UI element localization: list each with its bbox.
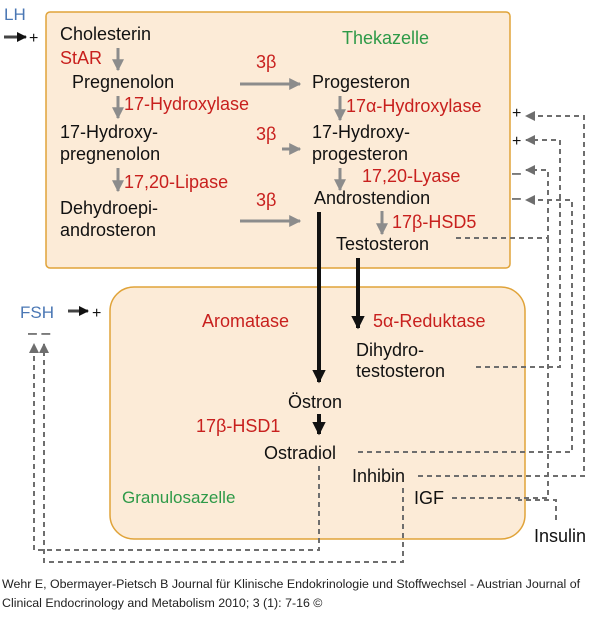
lh-label: LH	[4, 5, 26, 24]
cholesterin-label: Cholesterin	[60, 24, 151, 44]
ostradiol-feedback-line	[358, 195, 573, 453]
theca-cell-title: Thekazelle	[342, 28, 429, 48]
steroidogenesis-diagram: LH + Thekazelle Cholesterin StAR Pregnen…	[4, 5, 586, 563]
feedback-lines	[29, 111, 585, 563]
hydroxyprogesteron-line2: progesteron	[312, 144, 408, 164]
insulin-feedback-line	[518, 499, 557, 520]
reduktase-label: 5α-Reduktase	[373, 311, 485, 331]
igf-feedback-line	[452, 238, 549, 499]
inhibin-to-fsh-line	[39, 343, 404, 563]
inhibin-label: Inhibin	[352, 466, 405, 486]
oestron-label: Östron	[288, 392, 342, 412]
ostradiol-label: Ostradiol	[264, 443, 336, 463]
feedback-minus-2: –	[512, 190, 521, 207]
beta-hsd-label-3: 3β	[256, 190, 276, 210]
testosteron-feedback-line	[456, 165, 549, 239]
feedback-plus-2: +	[512, 133, 521, 150]
dht-line2: testosteron	[356, 361, 445, 381]
theca-cell-box	[45, 11, 511, 269]
androstendion-label: Androstendion	[314, 188, 430, 208]
testosteron-label: Testosteron	[336, 234, 429, 254]
figure-caption: Wehr E, Obermayer-Pietsch B Journal für …	[2, 577, 581, 610]
star-enzyme-label: StAR	[60, 48, 102, 68]
beta-hsd-label-1: 3β	[256, 52, 276, 72]
fsh-label: FSH	[20, 303, 54, 322]
fsh-effect-sign: +	[92, 305, 101, 322]
hsd5-label: 17β-HSD5	[392, 212, 476, 232]
hydroxypregnenolon-line1: 17-Hydroxy-	[60, 122, 158, 142]
insulin-label: Insulin	[534, 526, 586, 546]
hydroxylase-right-label: 17α-Hydroxylase	[346, 96, 481, 116]
granulosa-cell-title: Granulosazelle	[122, 488, 235, 507]
fsh-inhibit-signs: – –	[28, 325, 50, 342]
hydroxyprogesteron-line1: 17-Hydroxy-	[312, 122, 410, 142]
feedback-plus-1: +	[512, 105, 521, 122]
beta-hsd-label-2: 3β	[256, 124, 276, 144]
dhea-line2: androsteron	[60, 220, 156, 240]
hsd1-label: 17β-HSD1	[196, 416, 280, 436]
lh-effect-sign: +	[29, 30, 38, 47]
hydroxylase-left-label: 17-Hydroxylase	[124, 94, 249, 114]
igf-label: IGF	[414, 488, 444, 508]
aromatase-label: Aromatase	[202, 311, 289, 331]
pregnenolon-label: Pregnenolon	[72, 72, 174, 92]
dhea-line1: Dehydroepi-	[60, 198, 158, 218]
dht-line1: Dihydro-	[356, 340, 424, 360]
inhibin-feedback-line	[418, 111, 585, 477]
dht-feedback-line	[476, 135, 561, 368]
hydroxypregnenolon-line2: pregnenolon	[60, 144, 160, 164]
lipase-label: 17,20-Lipase	[124, 172, 228, 192]
feedback-minus-1: –	[512, 165, 521, 182]
ostradiol-to-fsh-line	[29, 343, 320, 551]
progesteron-label: Progesteron	[312, 72, 410, 92]
lyase-label: 17,20-Lyase	[362, 166, 460, 186]
